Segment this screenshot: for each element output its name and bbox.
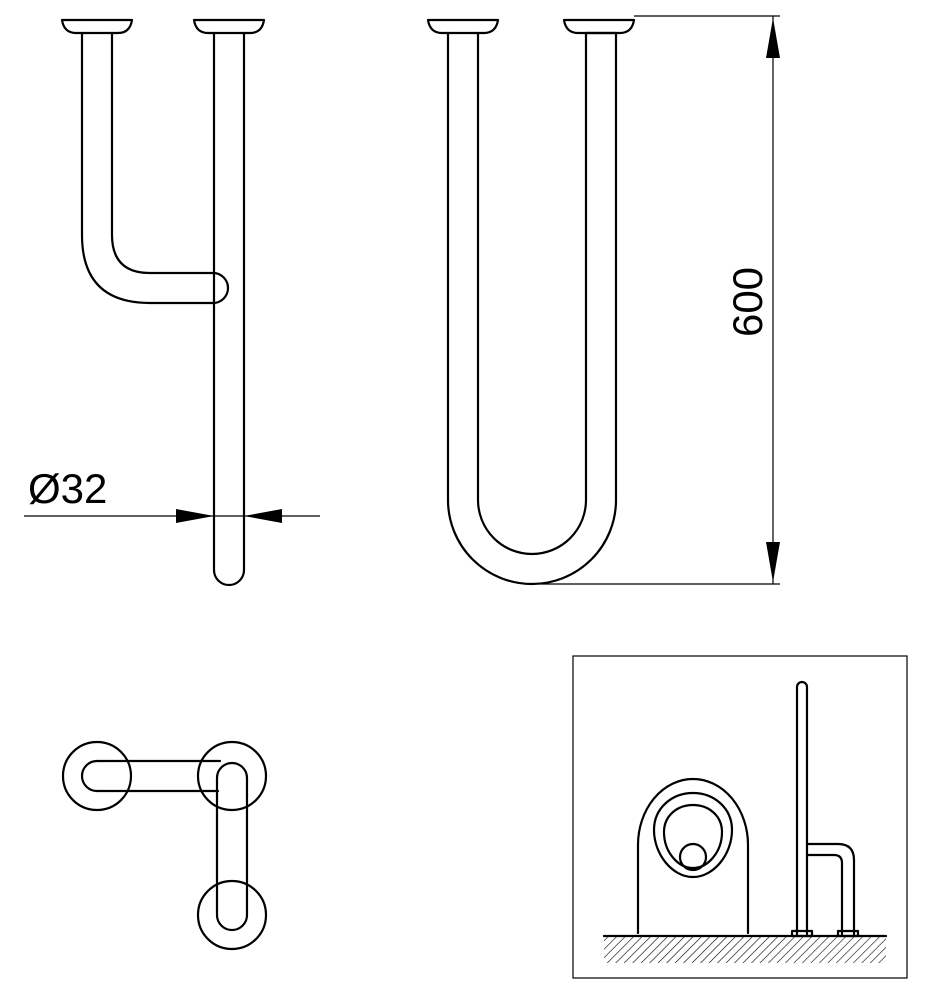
wall-flange-left-top (61, 740, 133, 812)
height-dimension: 600 (540, 15, 780, 585)
mounted-grab-bar (790, 680, 860, 938)
right-wall-flange-front (562, 18, 636, 35)
horizontal-arm-top (80, 759, 222, 793)
post-tube-top (215, 761, 249, 932)
illustration-frame (572, 655, 908, 979)
floor-hatching (602, 934, 888, 963)
vertical-post-tube (212, 31, 246, 587)
side-view: Ø32 (24, 18, 320, 587)
urinal (636, 777, 750, 935)
right-wall-flange (192, 18, 266, 35)
wall-flange-right-top (196, 740, 268, 812)
left-wall-flange-front (426, 18, 500, 35)
left-wall-flange (60, 18, 134, 35)
floor-flange-top (196, 879, 268, 951)
front-view: 600 (426, 15, 780, 586)
bent-arm-tube (80, 31, 230, 305)
top-view (61, 740, 268, 951)
u-shaped-tube (446, 31, 618, 586)
usage-illustration (572, 655, 908, 979)
diameter-dimension: Ø32 (24, 465, 320, 523)
diameter-label: Ø32 (28, 465, 107, 512)
height-label: 600 (724, 267, 771, 337)
